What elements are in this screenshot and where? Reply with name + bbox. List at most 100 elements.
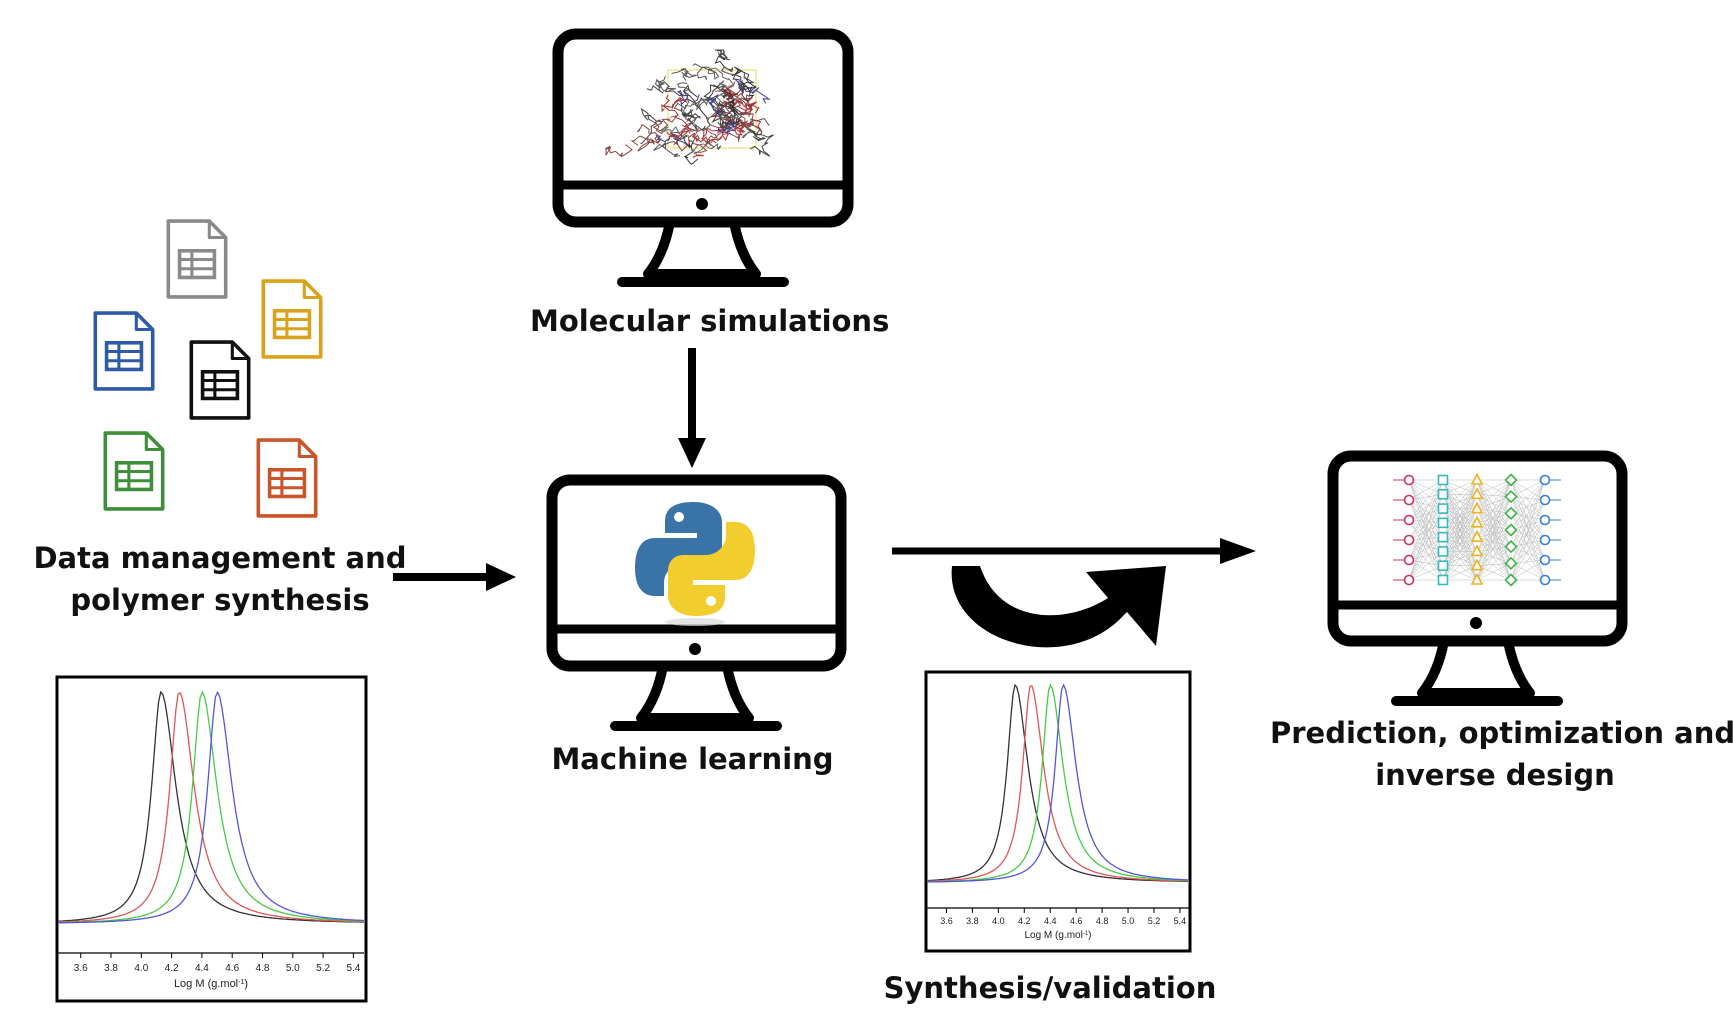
x-tick-label: 4.2 bbox=[1018, 916, 1031, 926]
nn-node bbox=[1504, 540, 1518, 554]
x-tick-label: 4.4 bbox=[1044, 916, 1057, 926]
molecule-bond bbox=[691, 139, 722, 155]
x-tick-label: 4.0 bbox=[992, 916, 1005, 926]
molecule-bond bbox=[729, 115, 754, 139]
x-axis-label: Log M (g.mol-1) bbox=[174, 978, 248, 990]
molecule-bond bbox=[682, 136, 699, 165]
molecule-bond bbox=[662, 94, 688, 109]
molecule-bond bbox=[669, 131, 689, 144]
nn-node bbox=[1403, 474, 1415, 486]
nn-node bbox=[1470, 472, 1484, 485]
nn-node bbox=[1470, 487, 1484, 500]
nn-node bbox=[1403, 574, 1415, 586]
nn-node bbox=[1470, 529, 1484, 542]
molecule-bond bbox=[723, 88, 748, 112]
molecule-bond bbox=[741, 76, 757, 102]
nn-node bbox=[1403, 534, 1415, 546]
nn-node bbox=[1539, 514, 1551, 526]
monitor-icon-machine-learning bbox=[546, 474, 847, 731]
label-data-management-line1: Data management and bbox=[33, 541, 407, 575]
molecule-bond bbox=[704, 109, 734, 129]
nn-connections bbox=[1393, 479, 1561, 581]
molecule-bond bbox=[605, 144, 633, 158]
molecule-bond bbox=[742, 101, 760, 117]
molecule-bond bbox=[711, 98, 739, 125]
monitor-icon-prediction bbox=[1327, 450, 1628, 706]
molecule-bond bbox=[671, 68, 697, 81]
x-tick-label: 4.4 bbox=[195, 963, 209, 974]
nn-node bbox=[1539, 574, 1551, 586]
molecule-bond bbox=[653, 141, 681, 158]
molecule-bond bbox=[692, 63, 720, 81]
x-tick-label: 5.2 bbox=[1148, 916, 1161, 926]
x-tick-label: 4.2 bbox=[165, 963, 179, 974]
molecule-bond bbox=[706, 130, 741, 147]
python-logo-icon bbox=[635, 502, 755, 626]
molecule-bond bbox=[673, 132, 717, 152]
gpc-curve-blue bbox=[58, 690, 365, 924]
nn-node bbox=[1403, 494, 1415, 506]
nn-node bbox=[1470, 544, 1484, 557]
molecule-bond bbox=[749, 128, 775, 157]
gpc-curve-red bbox=[926, 685, 1189, 882]
label-synthesis-validation: Synthesis/validation bbox=[883, 971, 1217, 1005]
molecule-bond bbox=[740, 94, 753, 116]
curved-arrow-synthesis-loop bbox=[951, 566, 1166, 648]
nn-node bbox=[1470, 515, 1484, 528]
nn-node bbox=[1437, 517, 1449, 529]
x-tick-label: 4.8 bbox=[1096, 916, 1109, 926]
nn-node bbox=[1437, 574, 1449, 586]
label-prediction-line1: Prediction, optimization and bbox=[1270, 716, 1733, 750]
x-tick-label: 5.4 bbox=[1174, 916, 1187, 926]
molecule-bond bbox=[681, 122, 719, 143]
nn-node bbox=[1539, 474, 1551, 486]
label-prediction-line2: inverse design bbox=[1375, 758, 1615, 793]
molecule-bond bbox=[734, 119, 746, 136]
molecule-bond bbox=[731, 66, 757, 93]
x-axis-label: Log M (g.mol-1) bbox=[1024, 930, 1091, 941]
monitor-icon-simulations bbox=[552, 28, 854, 287]
molecule-bond bbox=[655, 134, 691, 149]
nn-node bbox=[1504, 506, 1518, 520]
molecular-structure-icon bbox=[605, 49, 775, 165]
x-tick-label: 3.6 bbox=[74, 963, 88, 974]
nn-node bbox=[1470, 558, 1484, 571]
nn-node bbox=[1470, 572, 1484, 585]
x-tick-label: 3.8 bbox=[966, 916, 979, 926]
nn-node bbox=[1437, 560, 1449, 572]
nn-node bbox=[1403, 514, 1415, 526]
spreadsheet-icon-black bbox=[189, 340, 251, 420]
x-tick-label: 4.6 bbox=[1070, 916, 1083, 926]
spreadsheet-icon-orange bbox=[256, 438, 318, 518]
nn-node bbox=[1504, 490, 1518, 504]
molecule-bond bbox=[673, 82, 691, 112]
nn-node bbox=[1437, 474, 1449, 486]
molecule-bond bbox=[646, 81, 684, 97]
nn-node bbox=[1437, 531, 1449, 543]
nn-node bbox=[1403, 554, 1415, 566]
label-data-management-line2: polymer synthesis bbox=[70, 583, 370, 618]
x-tick-label: 4.8 bbox=[256, 963, 270, 974]
molecule-bond bbox=[640, 107, 664, 144]
molecule-bond bbox=[677, 89, 700, 107]
neural-network-icon bbox=[1393, 472, 1561, 587]
x-tick-label: 4.6 bbox=[225, 963, 239, 974]
x-tick-label: 5.0 bbox=[1122, 916, 1135, 926]
spreadsheet-icon-gray bbox=[166, 219, 228, 299]
molecule-bond bbox=[701, 126, 730, 142]
molecule-bond bbox=[715, 101, 740, 129]
molecule-bond bbox=[733, 78, 771, 104]
nn-node bbox=[1437, 546, 1449, 557]
gpc-curve-black bbox=[926, 683, 1189, 883]
arrow-data-to-ml bbox=[393, 563, 516, 591]
arrow-ml-to-prediction bbox=[892, 538, 1256, 564]
x-tick-label: 4.0 bbox=[134, 963, 148, 974]
arrow-simulations-to-ml bbox=[678, 348, 706, 468]
gpc-curve-blue bbox=[927, 683, 1190, 883]
molecule-bond bbox=[660, 125, 701, 142]
